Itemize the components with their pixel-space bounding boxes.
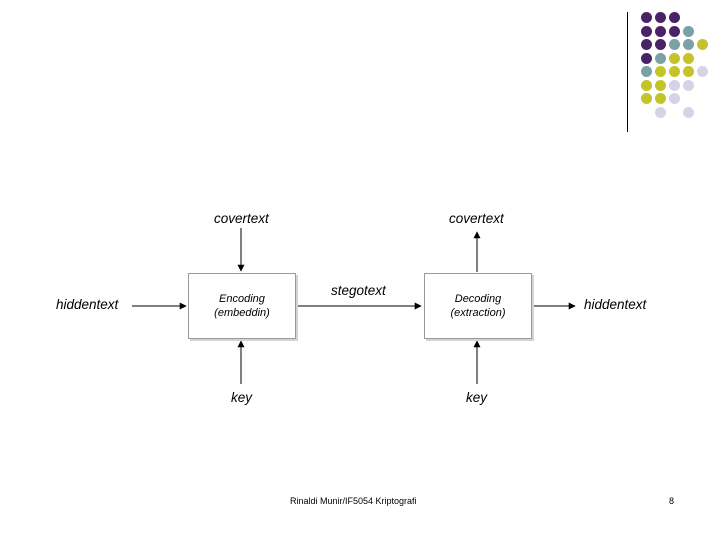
decorative-dot xyxy=(641,12,652,23)
decorative-dot xyxy=(697,66,708,77)
decoding-box: Decoding (extraction) xyxy=(424,273,532,339)
decoding-label: Decoding xyxy=(454,293,502,305)
decorative-dot xyxy=(683,25,694,37)
decorative-dot xyxy=(641,39,652,50)
key-decoder-label: key xyxy=(466,390,488,405)
decorative-dot xyxy=(655,66,666,77)
decorative-dot xyxy=(669,93,680,104)
key-encoder-label: key xyxy=(231,390,253,405)
decorative-dot xyxy=(669,25,680,37)
decorative-dot xyxy=(655,52,666,64)
decorative-dot xyxy=(669,66,680,77)
stegotext-label: stegotext xyxy=(331,283,386,298)
decorative-dot xyxy=(655,106,666,118)
encoding-label: Encoding xyxy=(219,293,265,305)
decorative-dot xyxy=(641,79,652,91)
decorative-dot xyxy=(641,93,652,104)
decorative-dot xyxy=(683,39,694,50)
decorative-dot xyxy=(641,25,652,37)
decorative-dot xyxy=(655,93,666,104)
decorative-dot xyxy=(683,79,694,91)
decorative-dot xyxy=(697,39,708,50)
decorative-dot xyxy=(655,12,666,23)
decorative-dot xyxy=(641,66,652,77)
covertext-output-label: covertext xyxy=(449,211,504,226)
decorative-dot xyxy=(641,52,652,64)
decorative-dot xyxy=(655,79,666,91)
encoding-box: Encoding (embeddin) xyxy=(188,273,296,339)
decorative-vertical-line xyxy=(627,12,628,132)
decorative-dot xyxy=(683,106,694,118)
decorative-dot xyxy=(669,79,680,91)
decorative-dot xyxy=(655,25,666,37)
decorative-dot xyxy=(669,12,680,23)
decorative-dot xyxy=(655,39,666,50)
decorative-dot xyxy=(669,52,680,64)
decorative-dot xyxy=(669,39,680,50)
covertext-input-label: covertext xyxy=(214,211,269,226)
page-number: 8 xyxy=(669,496,675,506)
encoding-sublabel: (embeddin) xyxy=(214,307,270,319)
decorative-dot xyxy=(683,66,694,77)
hiddentext-output-label: hiddentext xyxy=(584,297,647,312)
decorative-dot xyxy=(683,52,694,64)
footer-credit: Rinaldi Munir/IF5054 Kriptografi xyxy=(290,496,417,506)
decoding-sublabel: (extraction) xyxy=(450,307,506,319)
hiddentext-input-label: hiddentext xyxy=(56,297,119,312)
